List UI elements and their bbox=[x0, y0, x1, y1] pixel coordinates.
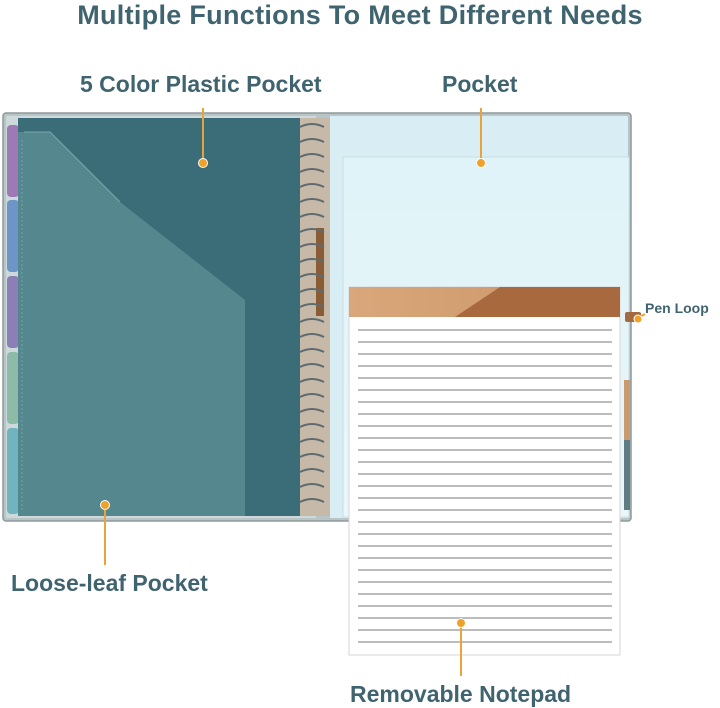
loose-leaf-pocket-shape bbox=[18, 132, 245, 516]
callout-dots bbox=[100, 158, 643, 628]
divider-tabs bbox=[7, 125, 19, 514]
label-removable-notepad: Removable Notepad bbox=[350, 681, 572, 707]
label-color-plastic-pocket: 5 Color Plastic Pocket bbox=[80, 71, 322, 97]
label-loose-leaf-pocket: Loose-leaf Pocket bbox=[11, 570, 208, 596]
spiral-binding bbox=[299, 123, 325, 503]
removable-notepad-shape bbox=[348, 286, 621, 656]
page-title: Multiple Functions To Meet Different Nee… bbox=[77, 0, 643, 30]
label-pen-loop: Pen Loop bbox=[645, 300, 709, 316]
label-pocket: Pocket bbox=[442, 71, 518, 97]
